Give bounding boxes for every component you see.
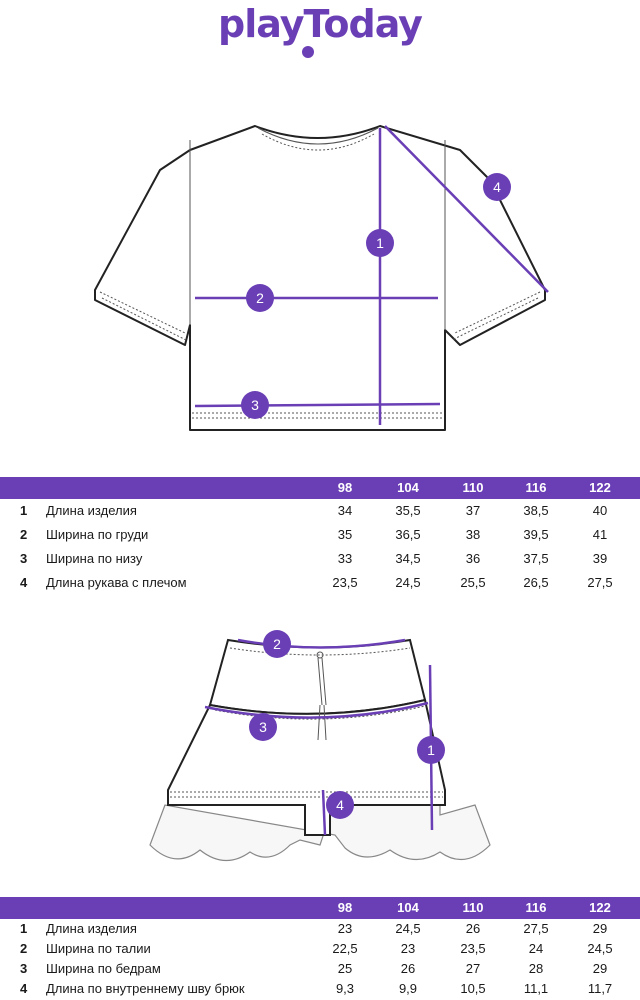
row-number: 4 (20, 575, 28, 590)
cell-value: 36,5 (395, 527, 421, 542)
skirt-marker-2: 2 (263, 630, 291, 658)
cell-value: 9,3 (335, 981, 355, 996)
skirt-marker-1: 1 (417, 736, 445, 764)
cell-value: 9,9 (398, 981, 418, 996)
cell-value: 24 (528, 941, 544, 956)
cell-value: 37,5 (523, 551, 549, 566)
cell-value: 26,5 (523, 575, 549, 590)
row-number: 1 (20, 921, 28, 936)
cell-value: 34 (337, 503, 353, 518)
cell-value: 29 (592, 921, 608, 936)
size-header: 122 (589, 480, 611, 495)
brand-logo: playToday (0, 0, 640, 60)
cell-value: 11,7 (587, 981, 613, 996)
size-header: 104 (397, 900, 419, 915)
cell-value: 24,5 (395, 921, 421, 936)
table-row: 3 Ширина по бедрам 25 26 27 28 29 (0, 959, 640, 979)
row-label: Ширина по груди (46, 527, 149, 542)
row-label: Ширина по талии (46, 941, 151, 956)
cell-value: 24,5 (587, 941, 613, 956)
row-label: Длина изделия (46, 921, 137, 936)
size-header: 98 (337, 900, 353, 915)
tshirt-drawing: 1 2 3 4 (94, 125, 549, 431)
cell-value: 24,5 (395, 575, 421, 590)
cell-value: 27,5 (587, 575, 613, 590)
svg-text:4: 4 (493, 179, 501, 195)
table-row: 1 Длина изделия 23 24,5 26 27,5 29 (0, 919, 640, 939)
logo-dot (302, 46, 314, 58)
cell-value: 26 (465, 921, 481, 936)
tshirt-marker-2: 2 (246, 284, 274, 312)
tshirt-marker-1: 1 (366, 229, 394, 257)
row-label: Ширина по низу (46, 551, 143, 566)
cell-value: 23 (337, 921, 353, 936)
cell-value: 40 (592, 503, 608, 518)
cell-value: 35 (337, 527, 353, 542)
cell-value: 11,1 (523, 981, 549, 996)
row-label: Длина изделия (46, 503, 137, 518)
cell-value: 34,5 (395, 551, 421, 566)
row-label: Длина рукава с плечом (46, 575, 187, 590)
row-number: 3 (20, 961, 28, 976)
size-header: 116 (525, 480, 547, 495)
tshirt-marker-4: 4 (483, 173, 511, 201)
row-number: 4 (20, 981, 28, 996)
row-number: 3 (20, 551, 28, 566)
logo-text: playToday (218, 2, 423, 46)
cell-value: 28 (528, 961, 544, 976)
table-row: 1 Длина изделия 34 35,5 37 38,5 40 (0, 499, 640, 523)
cell-value: 27,5 (523, 921, 549, 936)
table-row: 3 Ширина по низу 33 34,5 36 37,5 39 (0, 547, 640, 571)
skirt-drawing: 1 2 3 4 (149, 630, 491, 862)
cell-value: 27 (465, 961, 481, 976)
svg-text:1: 1 (427, 742, 435, 758)
table-row: 4 Длина по внутреннему шву брюк 9,3 9,9 … (0, 979, 640, 999)
cell-value: 29 (592, 961, 608, 976)
table-header: 98 104 110 116 122 (0, 897, 640, 919)
size-header: 110 (462, 480, 484, 495)
cell-value: 10,5 (460, 981, 486, 996)
cell-value: 38 (465, 527, 481, 542)
cell-value: 35,5 (395, 503, 421, 518)
table-row: 2 Ширина по талии 22,5 23 23,5 24 24,5 (0, 939, 640, 959)
skirt-marker-3: 3 (249, 713, 277, 741)
size-header: 98 (337, 480, 353, 495)
cell-value: 23,5 (332, 575, 358, 590)
svg-text:2: 2 (256, 290, 264, 306)
cell-value: 25 (337, 961, 353, 976)
size-header: 116 (525, 900, 547, 915)
svg-text:4: 4 (336, 797, 344, 813)
cell-value: 33 (337, 551, 353, 566)
row-label: Длина по внутреннему шву брюк (46, 981, 245, 996)
row-number: 2 (20, 941, 28, 956)
skirt-size-table: 98 104 110 116 122 1 Длина изделия 23 24… (0, 897, 640, 999)
table-header: 98 104 110 116 122 (0, 477, 640, 499)
cell-value: 41 (592, 527, 608, 542)
tshirt-size-table: 98 104 110 116 122 1 Длина изделия 34 35… (0, 477, 640, 595)
size-header: 110 (462, 900, 484, 915)
cell-value: 23 (400, 941, 416, 956)
tshirt-marker-3: 3 (241, 391, 269, 419)
cell-value: 39 (592, 551, 608, 566)
row-number: 2 (20, 527, 28, 542)
svg-text:2: 2 (273, 636, 281, 652)
cell-value: 22,5 (332, 941, 358, 956)
row-number: 1 (20, 503, 28, 518)
cell-value: 37 (465, 503, 481, 518)
cell-value: 38,5 (523, 503, 549, 518)
skirt-marker-4: 4 (326, 791, 354, 819)
cell-value: 36 (465, 551, 481, 566)
svg-text:1: 1 (376, 235, 384, 251)
size-header: 104 (397, 480, 419, 495)
cell-value: 26 (400, 961, 416, 976)
size-header: 122 (589, 900, 611, 915)
table-row: 2 Ширина по груди 35 36,5 38 39,5 41 (0, 523, 640, 547)
cell-value: 23,5 (460, 941, 486, 956)
row-label: Ширина по бедрам (46, 961, 161, 976)
table-row: 4 Длина рукава с плечом 23,5 24,5 25,5 2… (0, 571, 640, 595)
cell-value: 39,5 (523, 527, 549, 542)
cell-value: 25,5 (460, 575, 486, 590)
svg-text:3: 3 (251, 397, 259, 413)
svg-text:3: 3 (259, 719, 267, 735)
